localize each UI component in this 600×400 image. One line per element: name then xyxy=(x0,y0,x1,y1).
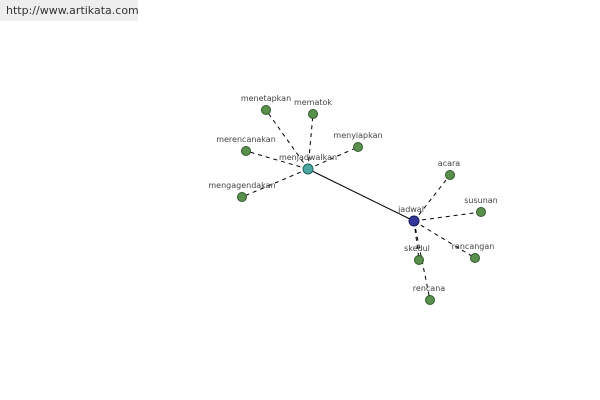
edge-menjadwalkan-jadwal xyxy=(307,168,415,222)
edge-menjadwalkan-menyiapkan xyxy=(307,146,359,170)
edge-jadwal-skedul xyxy=(413,220,420,261)
node-menetapkan[interactable] xyxy=(261,105,271,115)
label-menjadwalkan: menjadwalkan xyxy=(279,153,337,162)
label-rancangan: rancangan xyxy=(452,242,495,251)
node-menyiapkan[interactable] xyxy=(353,142,363,152)
label-rencana: rencana xyxy=(413,284,445,293)
edge-menjadwalkan-merencanakan xyxy=(245,150,309,170)
label-susunan: susunan xyxy=(464,196,498,205)
label-mematok: mematok xyxy=(294,98,332,107)
edge-jadwal-acara xyxy=(413,174,451,222)
node-merencanakan[interactable] xyxy=(241,146,251,156)
edge-menjadwalkan-mengagendakan xyxy=(241,168,309,198)
label-mengagendakan: mengagendakan xyxy=(208,181,275,190)
source-url[interactable]: http://www.artikata.com xyxy=(0,0,139,21)
node-mematok[interactable] xyxy=(308,109,318,119)
edge-jadwal-rancangan xyxy=(413,220,476,259)
node-susunan[interactable] xyxy=(476,207,486,217)
node-rencana[interactable] xyxy=(425,295,435,305)
node-mengagendakan[interactable] xyxy=(237,192,247,202)
node-jadwal[interactable] xyxy=(408,215,420,227)
label-menyiapkan: menyiapkan xyxy=(333,131,382,140)
label-merencanakan: merencanakan xyxy=(216,135,276,144)
label-menetapkan: menetapkan xyxy=(241,94,291,103)
node-acara[interactable] xyxy=(445,170,455,180)
node-menjadwalkan[interactable] xyxy=(302,163,314,175)
label-skedul: skedul xyxy=(404,244,430,253)
edges-layer xyxy=(241,109,482,301)
node-skedul[interactable] xyxy=(414,255,424,265)
label-acara: acara xyxy=(438,159,460,168)
edge-jadwal-susunan xyxy=(413,211,482,222)
nodes-layer xyxy=(237,105,486,305)
node-rancangan[interactable] xyxy=(470,253,480,263)
edge-menjadwalkan-mematok xyxy=(307,113,314,170)
label-jadwal: jadwal xyxy=(397,205,424,214)
